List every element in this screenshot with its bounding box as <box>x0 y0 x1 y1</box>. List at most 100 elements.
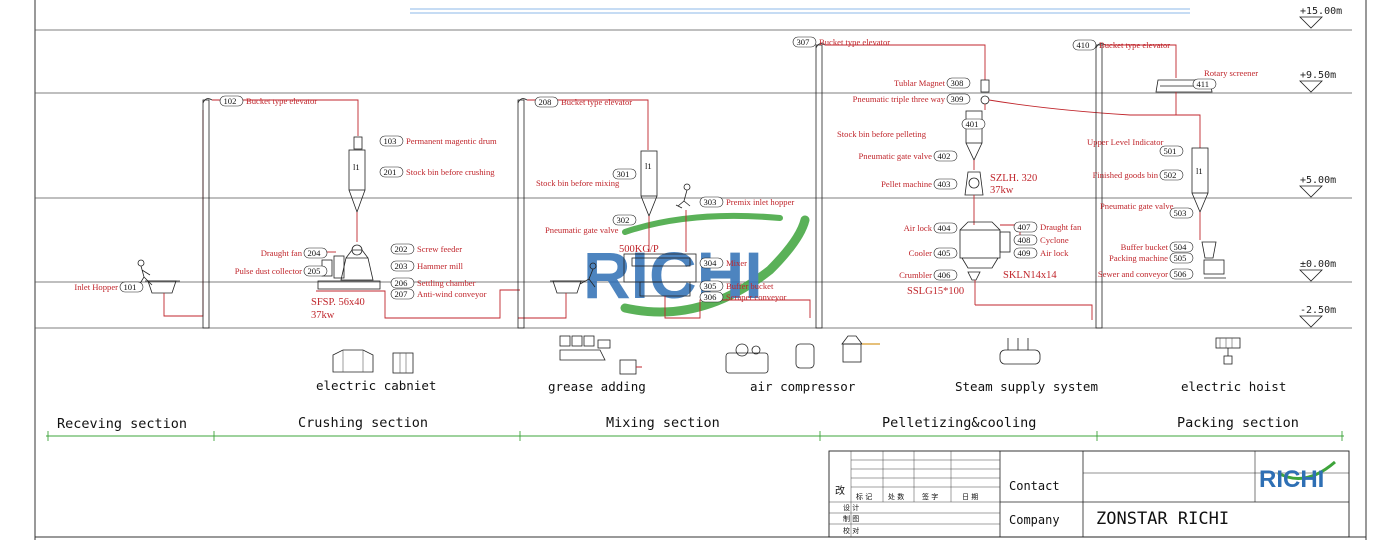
label-text: Cooler <box>909 248 933 258</box>
label-number-bubble <box>219 95 244 107</box>
equipment-label-mixer: 304 Mixer <box>699 257 747 269</box>
label-number-bubble <box>1013 247 1038 259</box>
label-text: Pneumatic gate valve <box>1100 201 1174 211</box>
mixing-equipment: l1 <box>517 98 811 329</box>
aux-electric-cabinet: electric cabniet <box>316 378 436 393</box>
level-label-minus-2-5: -2.50m <box>1300 305 1336 316</box>
label-number: 302 <box>617 215 630 225</box>
label-text: Draught fan <box>1040 222 1082 232</box>
label-number-bubble <box>612 168 637 180</box>
label-text: Inlet Hopper <box>74 282 118 292</box>
label-number-bubble <box>933 178 958 190</box>
label-text: Permanent magentic drum <box>406 136 497 146</box>
level-markers: +15.00m +9.50m +5.00m ±0.00m -2.50m <box>1299 6 1342 328</box>
label-text: Upper Level Indicator <box>1087 137 1163 147</box>
label-text: Mixer <box>726 258 747 268</box>
label-number-bubble <box>379 135 404 147</box>
label-text: Finished goods bin <box>1093 170 1159 180</box>
bucket-elevator-102-shape <box>202 98 359 329</box>
section-packing: Packing section <box>1177 415 1299 431</box>
label-number-bubble <box>1159 169 1184 181</box>
label-number-bubble <box>946 93 971 105</box>
label-text: Pellet machine <box>881 179 932 189</box>
label-number-bubble <box>379 166 404 178</box>
label-text: Premix inlet hopper <box>726 197 794 207</box>
label-number: 301 <box>617 169 630 179</box>
label-number: 204 <box>308 248 322 258</box>
label-text: Pneumatic gate valve <box>545 225 619 235</box>
label-number: 205 <box>308 266 321 276</box>
label-number: 201 <box>384 167 397 177</box>
label-number-bubble <box>792 36 817 48</box>
equipment-label-draught-fan-407: 407 Draught fan <box>1013 221 1082 233</box>
tb-col-1: 处 数 <box>888 492 904 501</box>
spec-sfsp: SFSP. 56x40 <box>311 297 365 308</box>
spec-szlh: SZLH. 320 <box>990 173 1037 184</box>
label-number-bubble <box>1169 207 1194 219</box>
label-number-bubble <box>699 196 724 208</box>
level-label-9-5: +9.50m <box>1300 70 1336 81</box>
level-label-15: +15.00m <box>1300 6 1342 17</box>
label-number: 101 <box>124 282 137 292</box>
spec-labels: SFSP. 56x40 37kw 500KG/P SZLH. 320 37kw … <box>311 173 1057 321</box>
label-number: 411 <box>1197 79 1210 89</box>
section-pelletizing: Pelletizing&cooling <box>882 415 1036 431</box>
svg-text:l1: l1 <box>645 161 652 171</box>
label-number: 206 <box>395 278 409 288</box>
label-number: 102 <box>224 96 237 106</box>
label-number: 304 <box>704 258 718 268</box>
label-text: Bucket type elevator <box>1099 40 1170 50</box>
label-number: 308 <box>951 78 964 88</box>
label-text: Buffer bucket <box>726 281 774 291</box>
receiving-equipment <box>137 110 204 317</box>
label-number: 403 <box>938 179 951 189</box>
tb-col-0: 标 记 <box>856 492 872 501</box>
tb-col-2: 签 字 <box>922 492 938 501</box>
label-text: Pneumatic gate valve <box>859 151 933 161</box>
label-number: 504 <box>1174 242 1188 252</box>
label-text: Anti-wind conveyor <box>417 289 487 299</box>
label-text: Tublar Magnet <box>894 78 946 88</box>
label-number-bubble <box>534 96 559 108</box>
label-text: Stock bin before mixing <box>536 178 620 188</box>
equipment-label-inlet-hopper: 101 Inlet Hopper <box>74 281 144 293</box>
label-text: Sewer and conveyor <box>1098 269 1168 279</box>
label-number-bubble <box>1013 234 1038 246</box>
label-number-bubble <box>933 247 958 259</box>
section-crushing: Crushing section <box>298 415 428 431</box>
aux-electric-hoist: electric hoist <box>1181 379 1286 394</box>
tb-row-1: 制 图 <box>843 514 859 523</box>
label-number-bubble <box>1169 241 1194 253</box>
drawing-frame <box>34 0 1367 540</box>
label-text: Screw feeder <box>417 244 462 254</box>
label-text: Settling chamber <box>417 278 476 288</box>
spec-sslg: SSLG15*100 <box>907 286 964 297</box>
equipment-label-settling-chamber: 206 Settling chamber <box>390 277 476 289</box>
label-number: 306 <box>704 292 718 302</box>
label-number: 406 <box>938 270 952 280</box>
label-number-bubble <box>699 291 724 303</box>
tb-company-label: Company <box>1009 513 1060 527</box>
label-number: 407 <box>1018 222 1032 232</box>
label-text: Air lock <box>1040 248 1069 258</box>
label-text: Bucket type elevator <box>561 97 632 107</box>
label-number-bubble <box>612 214 637 226</box>
label-number-bubble <box>1192 78 1217 90</box>
label-number: 505 <box>1174 253 1187 263</box>
tb-rev-char: 改 <box>835 484 845 497</box>
tb-contact-label: Contact <box>1009 479 1060 493</box>
